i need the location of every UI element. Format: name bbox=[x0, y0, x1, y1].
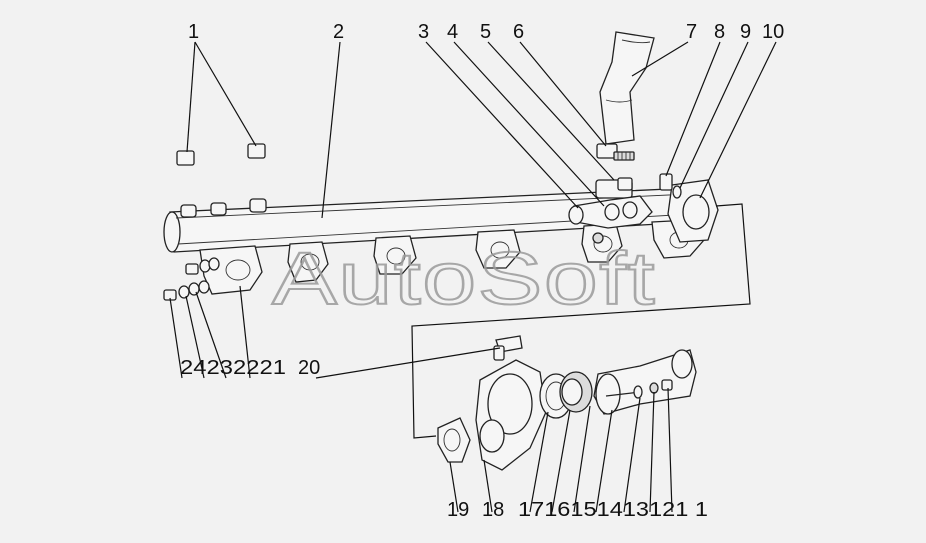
callouts: 1 2 3 4 5 6 7 8 9 10 20 19 18 24232221 1… bbox=[180, 21, 784, 521]
callout-11-17: 1716151413121 1 bbox=[518, 499, 708, 521]
callout-1: 1 bbox=[188, 21, 199, 43]
callout-10: 10 bbox=[762, 21, 784, 43]
callout-5: 5 bbox=[480, 21, 491, 43]
callout-7: 7 bbox=[686, 21, 697, 43]
callout-4: 4 bbox=[447, 21, 458, 43]
watermark: AutoSoft bbox=[272, 237, 656, 320]
pipe-fittings bbox=[568, 177, 653, 244]
pipe-bosses bbox=[180, 198, 267, 218]
hose bbox=[596, 31, 655, 161]
callout-8: 8 bbox=[714, 21, 725, 43]
thermostat-group bbox=[437, 335, 697, 471]
plugs bbox=[176, 143, 266, 166]
small-parts-8-9 bbox=[659, 173, 682, 199]
callout-19: 19 bbox=[447, 499, 469, 521]
callout-3: 3 bbox=[418, 21, 429, 43]
callout-6: 6 bbox=[513, 21, 524, 43]
callout-20: 20 bbox=[298, 357, 320, 379]
leader-lines bbox=[169, 41, 777, 513]
assembly-bracket-right bbox=[411, 203, 751, 439]
callout-21-24: 24232221 bbox=[180, 357, 286, 379]
callout-9: 9 bbox=[740, 21, 751, 43]
callout-2: 2 bbox=[333, 21, 344, 43]
bolt-stack bbox=[163, 257, 220, 301]
callout-18: 18 bbox=[482, 499, 504, 521]
